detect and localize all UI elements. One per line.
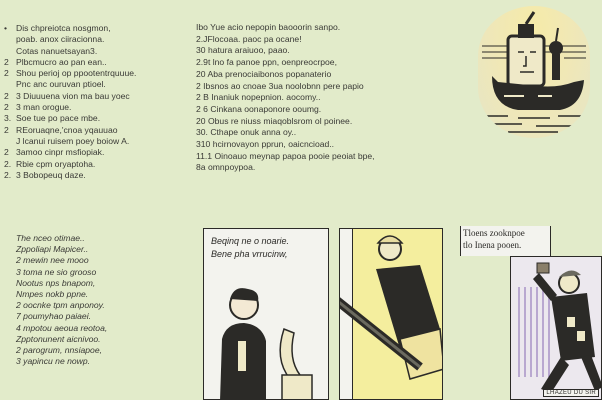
workman-figure-icon — [518, 262, 601, 393]
tugboat-illustration — [478, 6, 590, 138]
text-line: 3 yapincu ne nowp. — [16, 356, 91, 367]
left-text-column: •Dis chpreiotca nosgmon, poab. anox ciir… — [4, 23, 136, 181]
panel-3-caption: Tloens zooknpoe tlo Inena pooen. — [460, 226, 551, 256]
man-with-tube-icon — [340, 235, 442, 380]
text-line: 30 hatura araiuoo, paao. — [196, 45, 290, 56]
text-line: Zpptonunent aicnivoo. — [16, 333, 101, 344]
list-item: 3.Soe tue po pace mbe. — [4, 113, 101, 124]
panel-caption: Beqinq ne o noarie. Bene pha vrrucinw, — [211, 236, 290, 259]
list-item: 2.Rbie cpm oryaptoha. — [4, 158, 96, 169]
comic-panel-1: Beqinq ne o noarie. Bene pha vrrucinw, — [203, 228, 329, 400]
list-item: J lcanui ruisem poey boiow A. — [16, 135, 130, 146]
middle-text-column: Ibo Yue acio nepopin baooorin sanpo. 2.J… — [196, 22, 375, 174]
text-line: 3 toma ne sio grooso — [16, 266, 97, 277]
text-line: 30. Cthape onuk anna oy.. — [196, 127, 297, 138]
text-line: 2 Ibsnos ao cnoae 3ua noolobnn pere papi… — [196, 80, 364, 91]
text-line: 8a omnpoypoa. — [196, 162, 256, 173]
text-line: 310 hcirnovayon pprun, oaicncioad.. — [196, 139, 335, 150]
comic-panel-3: LHAZEU DU SIR — [510, 256, 602, 400]
text-line: 20 Obus re niuss miaqoblsrom ol poinee. — [196, 115, 353, 126]
text-line: 2 6 Cinkana oonaponore ooumg. — [196, 103, 322, 114]
text-line: 11.1 Oinoauo meynap papoa pooie peoiat b… — [196, 150, 375, 161]
text-line: 2 mewin nee mooo — [16, 255, 89, 266]
list-item: 2.3 Bobopeuq daze. — [4, 169, 86, 180]
list-item: Pnc anc ouruvan ptioel. — [16, 79, 106, 90]
text-line: 2.9t lno fa panoe ppn, oenpreocrpoe, — [196, 57, 337, 68]
text-line: 2.JFlocoaa. paoc pa ocane! — [196, 33, 302, 44]
list-item: poab. anox ciiracionna. — [16, 34, 105, 45]
text-line: Ibo Yue acio nepopin baooorin sanpo. — [196, 22, 341, 32]
comic-panel-2 — [339, 228, 443, 400]
list-item: •Dis chpreiotca nosgmon, — [4, 23, 111, 33]
text-line: 2 oocnke tpm anponoy. — [16, 300, 105, 311]
text-line: 7 poumyhao paiaei. — [16, 311, 92, 322]
text-line: Nootus nps bnapom, — [16, 277, 96, 288]
list-item: Cotas nanuetsayan3. — [16, 45, 98, 56]
text-line: 2 B Inaniuk nopepnion. aocomy.. — [196, 92, 321, 103]
text-line: 2 parogrum, nnsiapoe, — [16, 345, 102, 356]
text-line: Zppoliapi Mapicer.. — [16, 244, 89, 255]
text-line: Nmpes nokb ppne. — [16, 289, 89, 300]
tugboat-icon — [482, 11, 586, 133]
text-line: The nceo otimae.. — [16, 233, 85, 243]
bottom-left-text-column: The nceo otimae.. Zppoliapi Mapicer.. 2 … — [16, 233, 107, 367]
text-line: 4 mpotou aeoua reotoa, — [16, 322, 108, 333]
artist-credit: LHAZEU DU SIR — [543, 389, 599, 397]
text-line: 20 Aba prenociaibonos popanaterio — [196, 68, 332, 79]
boy-figure-icon — [220, 288, 313, 399]
